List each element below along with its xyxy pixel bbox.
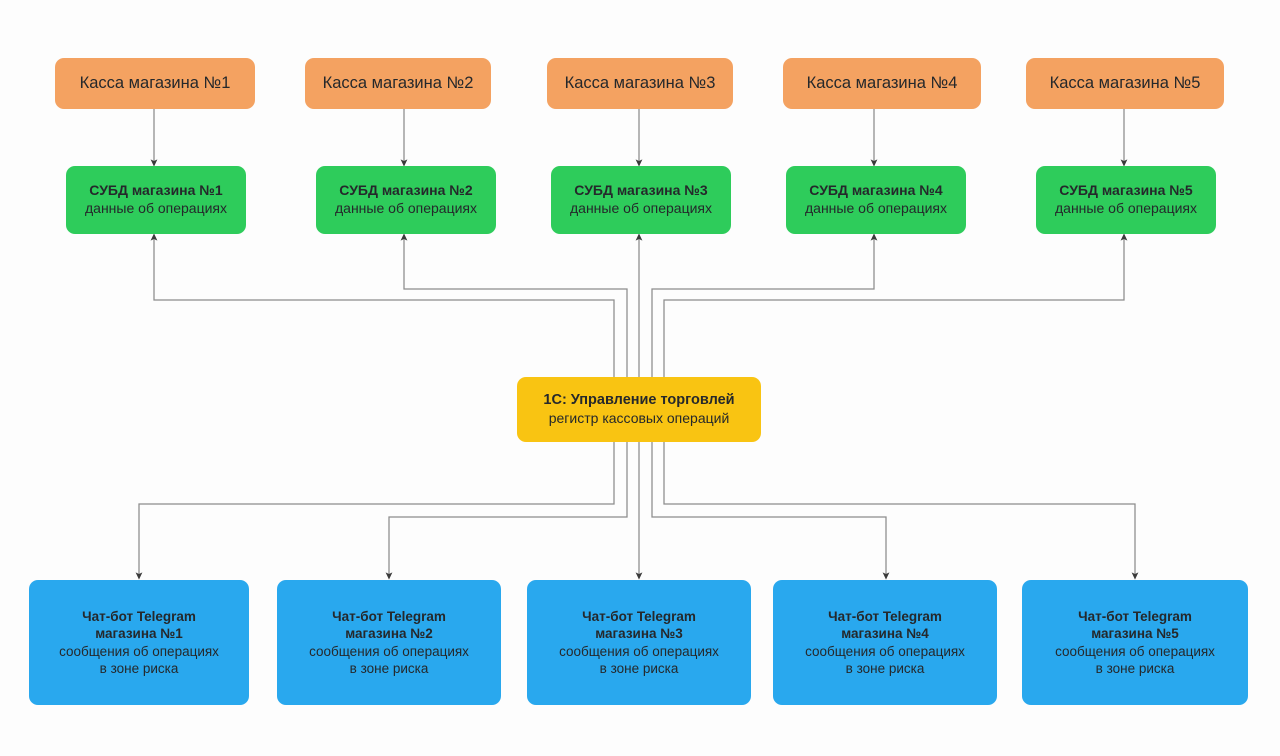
node-bot-5-subtitle-line1: сообщения об операциях xyxy=(1055,643,1215,659)
node-db-2-subtitle: данные об операциях xyxy=(335,200,477,216)
node-db-5[interactable]: СУБД магазина №5 данные об операциях xyxy=(1036,166,1216,234)
node-pos-5-title: Касса магазина №5 xyxy=(1049,73,1201,92)
node-bot-1-subtitle-line2: в зоне риска xyxy=(99,660,179,676)
node-bot-2-title-line1: Чат-бот Telegram xyxy=(332,608,446,624)
node-db-4[interactable]: СУБД магазина №4 данные об операциях xyxy=(786,166,966,234)
connector-core-bot5 xyxy=(663,442,1139,580)
node-pos-4[interactable]: Касса магазина №4 xyxy=(783,58,981,109)
node-bot-4[interactable]: Чат-бот Telegram магазина №4 сообщения о… xyxy=(773,580,997,705)
connector-core-bot2 xyxy=(385,442,628,580)
node-bot-1-title-line1: Чат-бот Telegram xyxy=(82,608,196,624)
connector-core-db5 xyxy=(663,233,1128,377)
node-bot-2-title-line2: магазина №2 xyxy=(345,626,433,642)
node-db-1[interactable]: СУБД магазина №1 данные об операциях xyxy=(66,166,246,234)
node-bot-3-subtitle-line2: в зоне риска xyxy=(599,660,679,676)
node-pos-3-title: Касса магазина №3 xyxy=(564,73,716,92)
node-bot-1[interactable]: Чат-бот Telegram магазина №1 сообщения о… xyxy=(29,580,249,705)
node-pos-1-title: Касса магазина №1 xyxy=(79,73,231,92)
node-bot-4-title-line1: Чат-бот Telegram xyxy=(828,608,942,624)
node-pos-1[interactable]: Касса магазина №1 xyxy=(55,58,255,109)
node-bot-4-title-line2: магазина №4 xyxy=(841,626,929,642)
node-bot-3[interactable]: Чат-бот Telegram магазина №3 сообщения о… xyxy=(527,580,751,705)
node-db-5-subtitle: данные об операциях xyxy=(1055,200,1197,216)
node-bot-5-title-line2: магазина №5 xyxy=(1091,626,1179,642)
node-bot-1-subtitle-line1: сообщения об операциях xyxy=(59,643,219,659)
node-db-1-title: СУБД магазина №1 xyxy=(89,182,223,199)
node-bot-3-subtitle-line1: сообщения об операциях xyxy=(559,643,719,659)
node-bot-2-subtitle-line1: сообщения об операциях xyxy=(309,643,469,659)
node-bot-5-subtitle-line2: в зоне риска xyxy=(1095,660,1175,676)
node-pos-4-title: Касса магазина №4 xyxy=(806,73,958,92)
node-bot-5[interactable]: Чат-бот Telegram магазина №5 сообщения о… xyxy=(1022,580,1248,705)
node-db-3-title: СУБД магазина №3 xyxy=(574,182,708,199)
node-pos-2-title: Касса магазина №2 xyxy=(322,73,474,92)
node-db-2-title: СУБД магазина №2 xyxy=(339,182,473,199)
node-db-3[interactable]: СУБД магазина №3 данные об операциях xyxy=(551,166,731,234)
node-bot-3-title-line2: магазина №3 xyxy=(595,626,683,642)
node-bot-2[interactable]: Чат-бот Telegram магазина №2 сообщения о… xyxy=(277,580,501,705)
node-bot-2-subtitle-line2: в зоне риска xyxy=(349,660,429,676)
node-db-4-title: СУБД магазина №4 xyxy=(809,182,943,199)
connector-core-bot4 xyxy=(651,442,890,580)
connector-core-db1 xyxy=(150,233,615,377)
node-bot-4-subtitle-line1: сообщения об операциях xyxy=(805,643,965,659)
connector-core-bot1 xyxy=(135,442,615,580)
node-db-5-title: СУБД магазина №5 xyxy=(1059,182,1193,199)
node-bot-5-title-line1: Чат-бот Telegram xyxy=(1078,608,1192,624)
node-pos-2[interactable]: Касса магазина №2 xyxy=(305,58,491,109)
node-bot-4-subtitle-line2: в зоне риска xyxy=(845,660,925,676)
node-db-3-subtitle: данные об операциях xyxy=(570,200,712,216)
node-core-title: 1С: Управление торговлей xyxy=(543,392,735,409)
node-core-1c[interactable]: 1С: Управление торговлей регистр кассовы… xyxy=(517,377,761,442)
connector-core-db4 xyxy=(651,233,878,377)
node-pos-3[interactable]: Касса магазина №3 xyxy=(547,58,733,109)
node-bot-3-title-line1: Чат-бот Telegram xyxy=(582,608,696,624)
node-db-4-subtitle: данные об операциях xyxy=(805,200,947,216)
node-pos-5[interactable]: Касса магазина №5 xyxy=(1026,58,1224,109)
connector-core-db2 xyxy=(400,233,628,377)
node-db-1-subtitle: данные об операциях xyxy=(85,200,227,216)
node-core-subtitle: регистр кассовых операций xyxy=(548,409,730,426)
node-db-2[interactable]: СУБД магазина №2 данные об операциях xyxy=(316,166,496,234)
node-bot-1-title-line2: магазина №1 xyxy=(95,626,183,642)
